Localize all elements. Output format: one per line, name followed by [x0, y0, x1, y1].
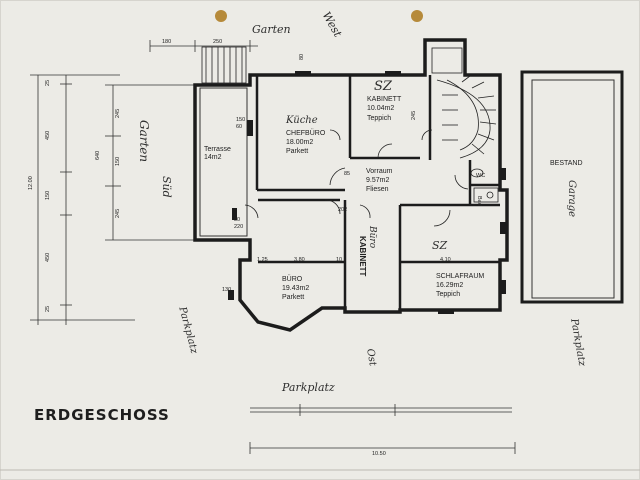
- garden-top-label: Garten: [252, 23, 291, 36]
- bestand-label: BESTAND: [550, 160, 583, 167]
- exterior-walls: [193, 38, 509, 332]
- dim-left-inner-4: 245: [115, 208, 121, 218]
- kitchen-room-floor: Parkett: [286, 148, 309, 155]
- dim-top-2: 250: [213, 39, 223, 45]
- bad-label: Bad: [476, 196, 482, 206]
- dim-bottom-total: 10.50: [372, 451, 386, 457]
- vorraum-area: 9.57m2: [366, 177, 390, 184]
- south-label: Süd: [160, 176, 173, 198]
- dim-left-inner-2: 245: [115, 108, 121, 118]
- floor-title: ERDGESCHOSS: [34, 406, 170, 424]
- schlafraum-floor: Teppich: [436, 291, 461, 298]
- vorraum-name: Vorraum: [366, 168, 393, 175]
- dim-left-inner-1: 640: [95, 150, 101, 160]
- kitchen-room-name: CHEFBÜRO: [286, 130, 326, 137]
- kabinett-handwritten: KABINETT: [358, 236, 367, 277]
- door-swings: [244, 129, 469, 227]
- dim-top-1: 180: [162, 39, 172, 45]
- binder-hole-right: [411, 10, 423, 22]
- dim-misc-12: 10: [336, 257, 343, 263]
- left-dimension-chains: [30, 74, 195, 325]
- binder-hole-left: [215, 10, 227, 22]
- dim-misc-10: 3.80: [294, 257, 305, 263]
- staircase: [431, 47, 497, 159]
- garage-handwritten-label: Garage: [566, 180, 577, 218]
- dim-left-outer-1: 25: [45, 79, 51, 86]
- dim-misc-6: 202: [338, 207, 348, 213]
- dim-left-outer-4: 450: [45, 252, 51, 262]
- buero-room-floor: Parkett: [282, 294, 305, 301]
- east-label: Ost: [364, 347, 378, 367]
- vorraum-floor: Fliesen: [366, 186, 389, 193]
- terrace-steps: [201, 46, 247, 84]
- kitchen-room-area: 18.00m2: [286, 139, 314, 146]
- dim-misc-9: 1.25: [257, 257, 268, 263]
- garden-south-label: Garten: [137, 120, 151, 163]
- dim-left-outer-3: 150: [45, 190, 51, 200]
- garage-outline: [520, 70, 624, 304]
- terrace-name: Terrasse: [204, 146, 231, 153]
- dim-misc-11: 4.10: [440, 257, 451, 263]
- parking-bottom-label: Parkplatz: [282, 381, 335, 394]
- dim-misc-2: 150: [236, 117, 246, 123]
- buero-room-name: BÜRO: [282, 276, 303, 283]
- dim-misc-1: 80: [299, 53, 305, 60]
- sz-bottom-handwritten: SZ: [432, 239, 448, 252]
- kabinett-top-floor: Teppich: [367, 115, 392, 122]
- dim-misc-8: 220: [234, 224, 244, 230]
- bathroom-fixtures: [470, 168, 499, 203]
- dim-misc-3: 60: [236, 124, 243, 130]
- dim-misc-13: 130: [222, 287, 232, 293]
- kabinett-top-area: 10.04m2: [367, 105, 395, 112]
- dim-left-outer-5: 25: [45, 305, 51, 312]
- wc-label: WC: [476, 173, 486, 179]
- dim-misc-7: 80: [234, 217, 241, 223]
- dim-left-inner-3: 150: [115, 156, 121, 166]
- schlafraum-area: 16.29m2: [436, 282, 464, 289]
- dim-misc-5: 85: [344, 171, 351, 177]
- terrace-area: [199, 87, 248, 237]
- buero-handwritten-mid: Büro: [367, 226, 377, 249]
- dim-left-total: 12.00: [28, 176, 34, 190]
- sz-top-handwritten: SZ: [374, 79, 392, 94]
- buero-room-area: 19.43m2: [282, 285, 310, 292]
- dim-misc-4: 245: [411, 110, 417, 120]
- kitchen-handwritten: Küche: [286, 115, 318, 126]
- terrace-area-value: 14m2: [204, 154, 222, 161]
- bottom-dimension-chain: [249, 404, 516, 454]
- top-dimension-chain: [149, 40, 258, 52]
- schlafraum-name: SCHLAFRAUM: [436, 273, 485, 280]
- window-markers: [228, 71, 506, 314]
- kabinett-top-name: KABINETT: [367, 96, 402, 103]
- dim-left-outer-2: 450: [45, 130, 51, 140]
